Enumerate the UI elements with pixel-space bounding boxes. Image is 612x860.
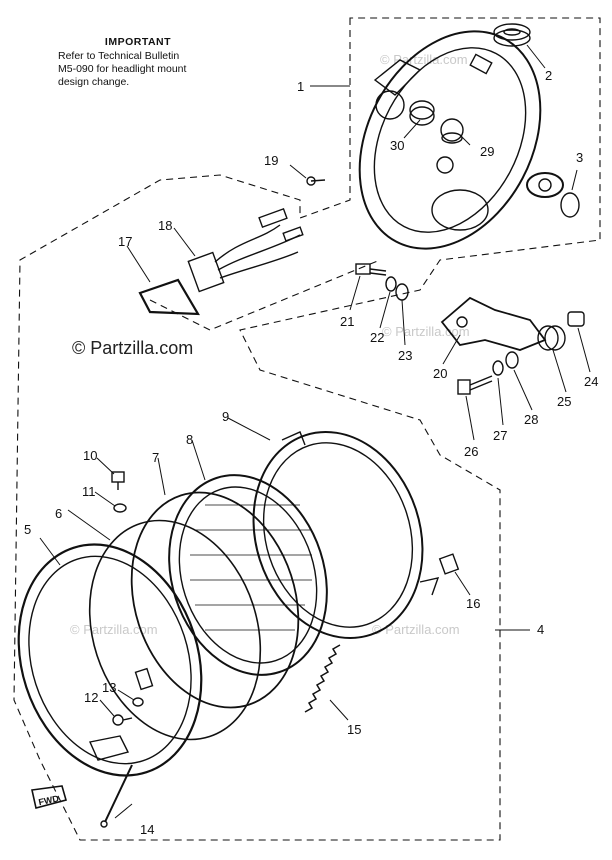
part-number: 17 [118,234,132,249]
part-number: 29 [480,144,494,159]
grommet [493,23,531,47]
socket-connector [187,207,304,293]
bolt [355,263,387,276]
screw [112,714,133,726]
part-number: 11 [82,484,96,499]
part-number: 6 [55,506,62,521]
part-number: 5 [24,522,31,537]
flat-washer [505,351,519,369]
important-note: IMPORTANT Refer to Technical Bulletin M5… [58,36,218,89]
part-number: 10 [83,448,97,463]
sealed-beam-lamp [168,474,328,676]
grommet-bushing [409,100,435,126]
part-number: 12 [84,690,98,705]
part-number: 4 [537,622,544,637]
small-screw [306,176,326,186]
spring [304,644,341,713]
part-number: 7 [152,450,159,465]
part-number: 2 [545,68,552,83]
headlight-rim [17,543,203,777]
part-number: 14 [140,822,154,837]
headlight-shell [358,30,564,250]
part-number: 9 [222,409,229,424]
nut [113,503,127,513]
part-number: 26 [464,444,478,459]
bolt-head [567,311,585,327]
part-number: 20 [433,366,447,381]
lock-washer [385,276,397,292]
part-number: 27 [493,428,507,443]
part-number: 8 [186,432,193,447]
cap-plug [440,118,464,144]
note-line: Refer to Technical Bulletin [58,50,180,62]
part-number: 28 [524,412,538,427]
socket-cover [138,278,200,316]
fwd-label: FWD [38,793,61,807]
part-number: 22 [370,330,384,345]
part-number-labels: 1 2 3 4 5 6 7 8 9 10 11 12 13 14 15 16 1… [24,68,598,837]
part-number: 21 [340,314,354,329]
fwd-arrow-icon [31,785,67,809]
collar [537,325,566,351]
lamp-mounting-ring [130,491,300,709]
nut [132,697,144,707]
part-number: 24 [584,374,598,389]
note-line: design change. [58,76,130,88]
part-number: 15 [347,722,361,737]
part-number: 3 [576,150,583,165]
part-number: 19 [264,153,278,168]
leader-lines [39,44,591,819]
part-number: 18 [158,218,172,233]
washer [560,192,580,218]
watermark-text: © Partzilla.com [380,52,468,67]
part-number: 16 [466,596,480,611]
watermark-text: © Partzilla.com [372,622,460,637]
part-number: 25 [557,394,571,409]
part-number: 23 [398,348,412,363]
screw [111,471,125,490]
lock-washer [492,360,504,376]
note-heading: IMPORTANT [104,36,172,48]
part-number: 30 [390,138,404,153]
copyright-text: © Partzilla.com [72,338,194,358]
flat-washer [395,283,409,301]
assembly-outline [13,17,601,841]
part-number: 1 [297,79,304,94]
note-line: M5-090 for headlight mount [58,63,187,75]
clip [438,553,460,575]
part-number: 13 [102,680,116,695]
adjusting-screw [100,764,133,828]
headlight-housing [252,430,440,640]
retaining-ring [88,519,262,741]
mount-bolt [457,375,493,395]
